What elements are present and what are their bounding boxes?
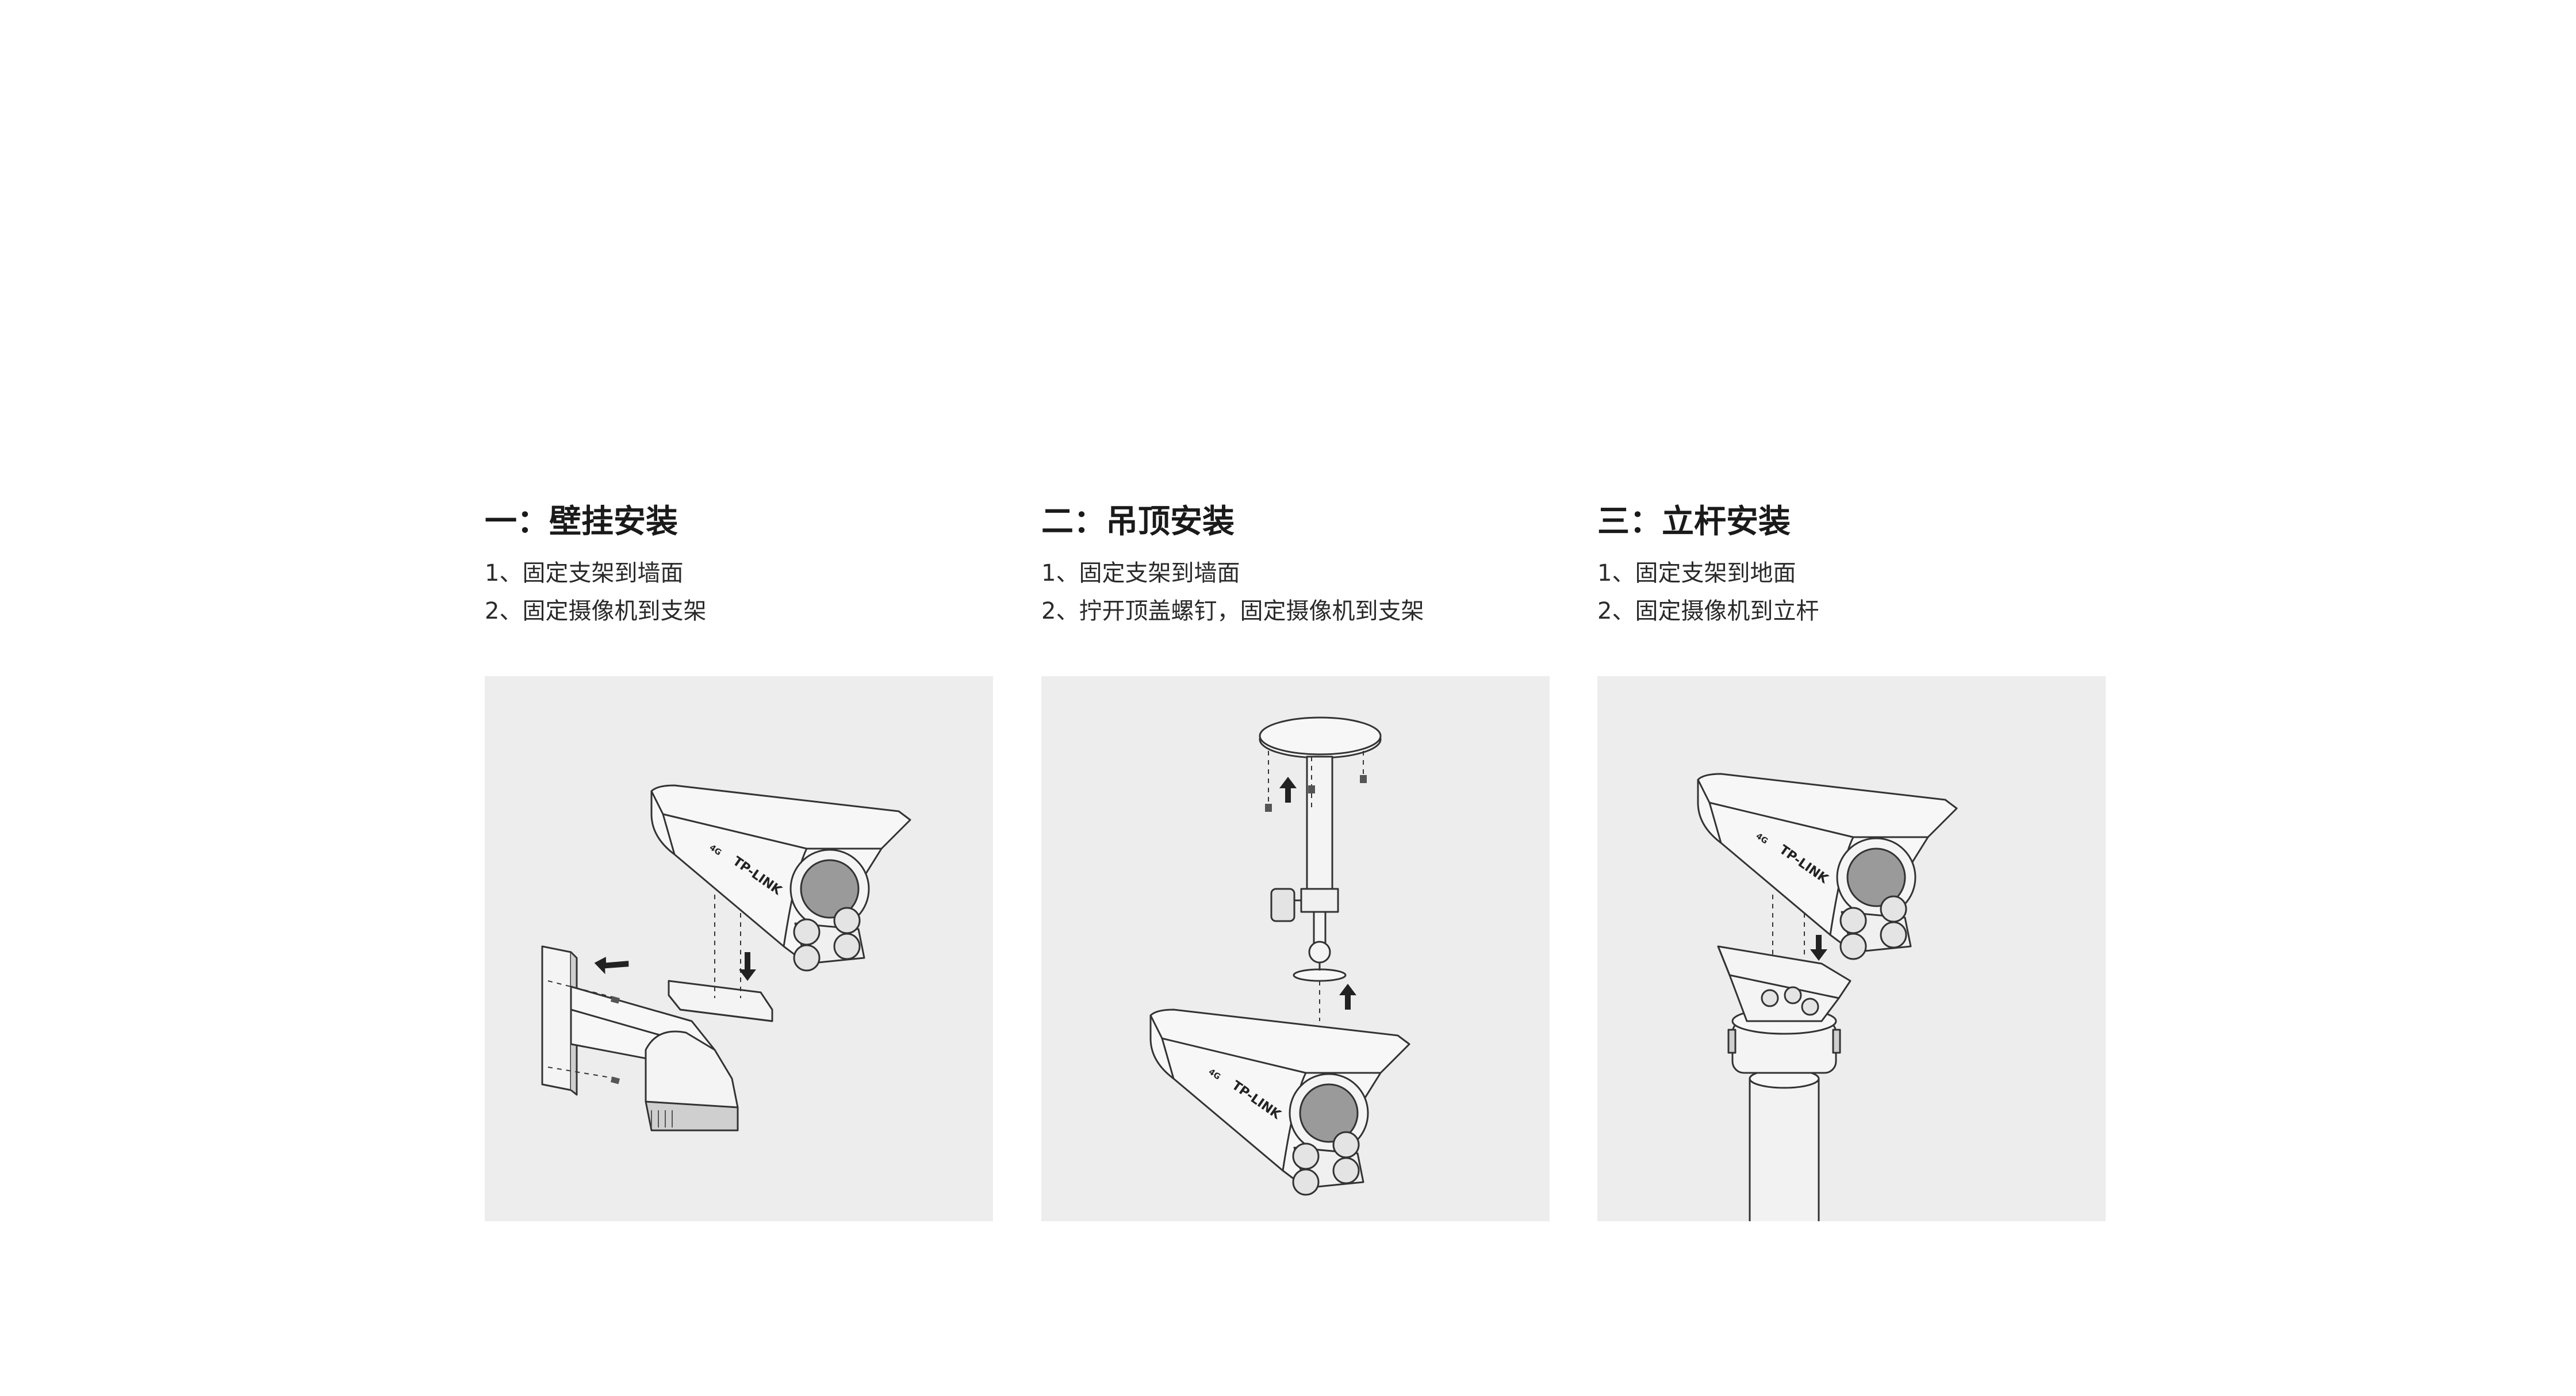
step-item: 1、固定支架到地面 — [1597, 560, 1796, 586]
screw-icon — [1265, 775, 1367, 812]
step-item: 1、固定支架到墙面 — [1041, 560, 1240, 586]
illustration-pole-mount: TP-LINK 4G — [1597, 676, 2106, 1221]
pole-mount-diagram: TP-LINK 4G — [1697, 773, 1958, 1221]
step-list: 1、固定支架到墙面 2、拧开顶盖螺钉，固定摄像机到支架 — [1041, 554, 1550, 630]
step-item: 2、拧开顶盖螺钉，固定摄像机到支架 — [1041, 598, 1424, 624]
section-title: 二：吊顶安装 — [1041, 503, 1235, 540]
arrow-icon — [739, 952, 756, 981]
arrow-icon — [594, 957, 629, 975]
section-pole-mount: 三：立杆安装 1、固定支架到地面 2、固定摄像机到立杆 — [1597, 506, 2106, 630]
arrow-icon — [1339, 984, 1356, 1010]
section-ceiling-mount: 二：吊顶安装 1、固定支架到墙面 2、拧开顶盖螺钉，固定摄像机到支架 — [1041, 506, 1550, 630]
section-wall-mount: 一：壁挂安装 1、固定支架到墙面 2、固定摄像机到支架 — [485, 506, 993, 630]
wall-mount-diagram: TP-LINK 4G — [541, 784, 911, 1132]
step-item: 2、固定摄像机到支架 — [485, 598, 707, 624]
illustration-wall-mount: TP-LINK 4G — [485, 676, 993, 1221]
section-title: 三：立杆安装 — [1597, 503, 1791, 540]
section-title: 一：壁挂安装 — [485, 503, 678, 540]
screw-icon — [610, 996, 620, 1084]
ceiling-mount-diagram: TP-LINK 4G — [1149, 716, 1410, 1196]
step-item: 2、固定摄像机到立杆 — [1597, 598, 1819, 624]
illustration-ceiling-mount: TP-LINK 4G — [1041, 676, 1550, 1221]
step-list: 1、固定支架到地面 2、固定摄像机到立杆 — [1597, 554, 2106, 630]
step-list: 1、固定支架到墙面 2、固定摄像机到支架 — [485, 554, 993, 630]
arrow-icon — [1810, 935, 1827, 961]
arrow-icon — [1279, 777, 1297, 803]
step-item: 1、固定支架到墙面 — [485, 560, 684, 586]
